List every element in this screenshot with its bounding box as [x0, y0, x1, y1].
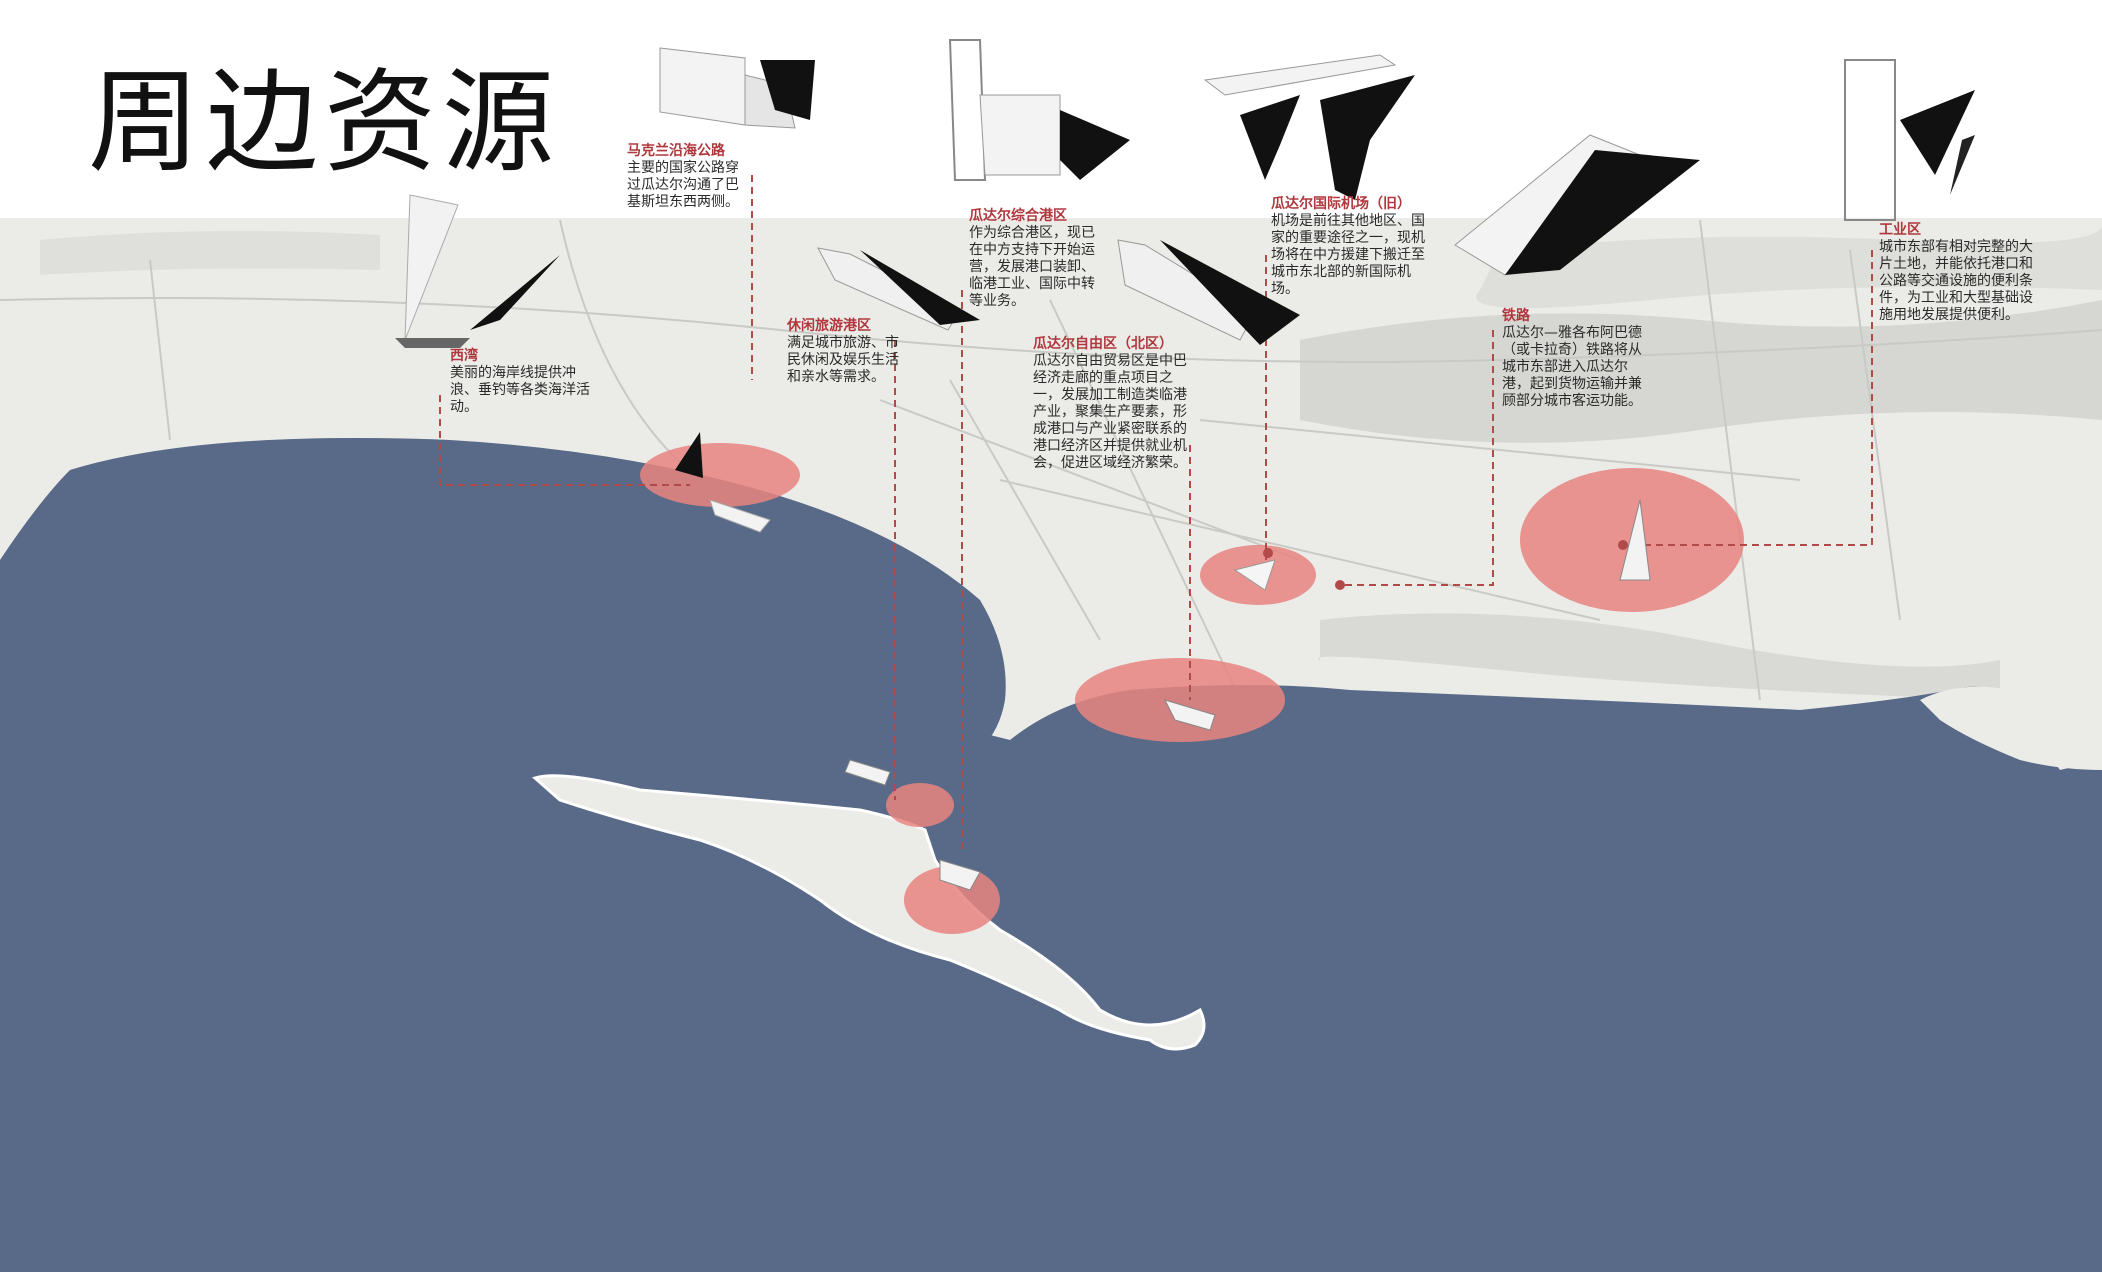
- road-network: [0, 219, 2102, 721]
- annotation-west-bay: 西湾 美丽的海岸线提供冲浪、垂钓等各类海洋活动。: [450, 348, 595, 416]
- annotation-text: 城市东部有相对完整的大片土地，并能依托港口和公路等交通设施的便利条件，为工业和大…: [1879, 239, 2033, 323]
- map-markers: [675, 432, 1651, 891]
- annotation-title: 瓜达尔综合港区: [969, 208, 1067, 224]
- sea: [0, 438, 2102, 1272]
- peninsula: [532, 774, 1206, 1051]
- mountain-relief: [40, 225, 2102, 700]
- cargo-ship-icon: [1117, 239, 1300, 345]
- annotation-industrial: 工业区 城市东部有相对完整的大片土地，并能依托港口和公路等交通设施的便利条件，为…: [1879, 222, 2034, 324]
- annotation-text: 瓜达尔—雅各布阿巴德（或卡拉奇）铁路将从城市东部进入瓜达尔港，起到货物运输并兼顾…: [1502, 325, 1642, 409]
- cruise-ship-icon: [817, 247, 980, 331]
- annotation-title: 铁路: [1502, 308, 1530, 324]
- annotation-text: 满足城市旅游、市民休闲及娱乐生活和亲水等需求。: [787, 335, 899, 385]
- leader-lines: [439, 175, 1873, 850]
- train-icon: [1454, 134, 1700, 276]
- wind-turbine-icon: [1844, 59, 1975, 221]
- annotation-text: 瓜达尔自由贸易区是中巴经济走廊的重点项目之一，发展加工制造类临港产业，聚集生产要…: [1033, 353, 1187, 471]
- annotation-title: 休闲旅游港区: [787, 318, 871, 334]
- annotation-leisure-port: 休闲旅游港区 满足城市旅游、市民休闲及娱乐生活和亲水等需求。: [787, 318, 902, 386]
- annotation-coastal-highway: 马克兰沿海公路 主要的国家公路穿过瓜达尔沟通了巴基斯坦东西两侧。: [627, 143, 752, 211]
- east-headland: [1920, 686, 2102, 770]
- annotation-railway: 铁路 瓜达尔—雅各布阿巴德（或卡拉奇）铁路将从城市东部进入瓜达尔港，起到货物运输…: [1502, 308, 1647, 410]
- annotation-title: 瓜达尔自由区（北区）: [1033, 336, 1173, 352]
- annotation-text: 机场是前往其他地区、国家的重要途径之一，现机场将在中方援建下搬迁至城市东北部的新…: [1271, 213, 1425, 297]
- sailboat-icon: [395, 194, 560, 348]
- page-title: 周边资源: [88, 58, 560, 188]
- port-crane-icon: [948, 39, 1130, 181]
- annotation-title: 西湾: [450, 348, 478, 364]
- annotation-integrated-port: 瓜达尔综合港区 作为综合港区，现已在中方支持下开始运营，发展港口装卸、临港工业、…: [969, 208, 1099, 310]
- annotation-title: 马克兰沿海公路: [627, 143, 725, 159]
- annotation-text: 作为综合港区，现已在中方支持下开始运营，发展港口装卸、临港工业、国际中转等业务。: [969, 225, 1095, 309]
- truck-icon: [659, 47, 815, 129]
- annotation-text: 美丽的海岸线提供冲浪、垂钓等各类海洋活动。: [450, 365, 590, 415]
- annotation-title: 瓜达尔国际机场（旧）: [1271, 196, 1411, 212]
- airplane-icon: [1203, 54, 1415, 200]
- annotation-airport: 瓜达尔国际机场（旧） 机场是前往其他地区、国家的重要途径之一，现机场将在中方援建…: [1271, 196, 1431, 298]
- annotation-free-zone: 瓜达尔自由区（北区） 瓜达尔自由贸易区是中巴经济走廊的重点项目之一，发展加工制造…: [1033, 336, 1191, 472]
- annotation-text: 主要的国家公路穿过瓜达尔沟通了巴基斯坦东西两侧。: [627, 160, 739, 210]
- annotation-title: 工业区: [1879, 222, 1921, 238]
